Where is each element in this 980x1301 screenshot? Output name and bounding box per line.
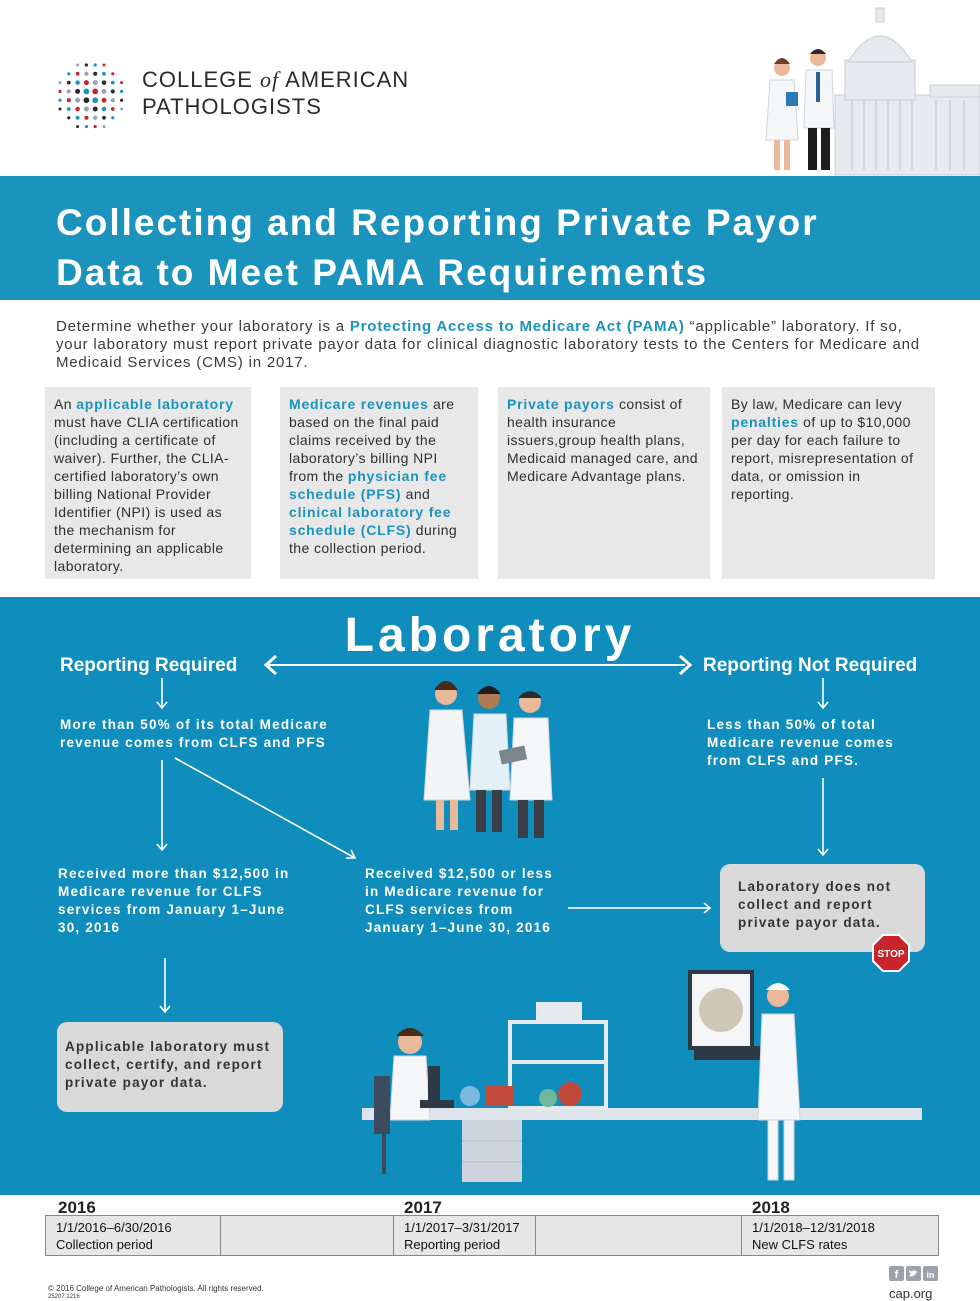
twitter-icon[interactable] bbox=[906, 1266, 921, 1281]
svg-text:f: f bbox=[895, 1269, 899, 1281]
stop-sign-icon: STOP bbox=[872, 934, 910, 972]
org-name: COLLEGE of AMERICAN PATHOLOGISTS bbox=[142, 67, 410, 119]
cap-logo-icon bbox=[58, 63, 124, 129]
reporting-not-required-heading: Reporting Not Required bbox=[703, 655, 918, 676]
year-2017: 2017 bbox=[404, 1198, 442, 1217]
reporting-required-heading: Reporting Required bbox=[60, 655, 238, 676]
flow-title: Laboratory bbox=[344, 609, 636, 662]
card-private-payors: Private payors consist of health insuran… bbox=[498, 387, 710, 579]
left-criteria-text: More than 50% of its total Medicare reve… bbox=[60, 717, 328, 750]
intro-paragraph: Determine whether your laboratory is a P… bbox=[56, 318, 920, 371]
more-than-threshold-text: Received more than $12,500 in Medicare r… bbox=[58, 866, 290, 935]
right-criteria-text: Less than 50% of total Medicare revenue … bbox=[707, 717, 894, 768]
website-link[interactable]: cap.org bbox=[889, 1286, 933, 1301]
year-2016: 2016 bbox=[58, 1198, 96, 1217]
flow-double-arrow bbox=[265, 664, 685, 666]
svg-text:in: in bbox=[927, 1270, 935, 1280]
copyright-notice: © 2016 College of American Pathologists.… bbox=[48, 1284, 264, 1300]
less-than-threshold-text: Received $12,500 or less in Medicare rev… bbox=[365, 866, 553, 935]
svg-text:STOP: STOP bbox=[877, 949, 904, 960]
linkedin-icon[interactable]: in bbox=[923, 1266, 938, 1281]
card-applicable-laboratory: An applicable laboratory must have CLIA … bbox=[45, 387, 251, 579]
facebook-icon[interactable]: f bbox=[889, 1266, 904, 1281]
card-penalties: By law, Medicare can levy penalties of u… bbox=[722, 387, 935, 579]
timeline-gap-cell bbox=[536, 1216, 742, 1255]
social-icons: f in bbox=[889, 1266, 938, 1281]
applicable-laboratory-box: Applicable laboratory must collect, cert… bbox=[57, 1022, 283, 1112]
year-2018: 2018 bbox=[752, 1198, 790, 1217]
capitol-doctors-illustration bbox=[765, 7, 980, 176]
timeline-gap-cell bbox=[221, 1216, 394, 1255]
definition-cards: An applicable laboratory must have CLIA … bbox=[45, 387, 935, 579]
card-medicare-revenues: Medicare revenues are based on the final… bbox=[280, 387, 478, 579]
